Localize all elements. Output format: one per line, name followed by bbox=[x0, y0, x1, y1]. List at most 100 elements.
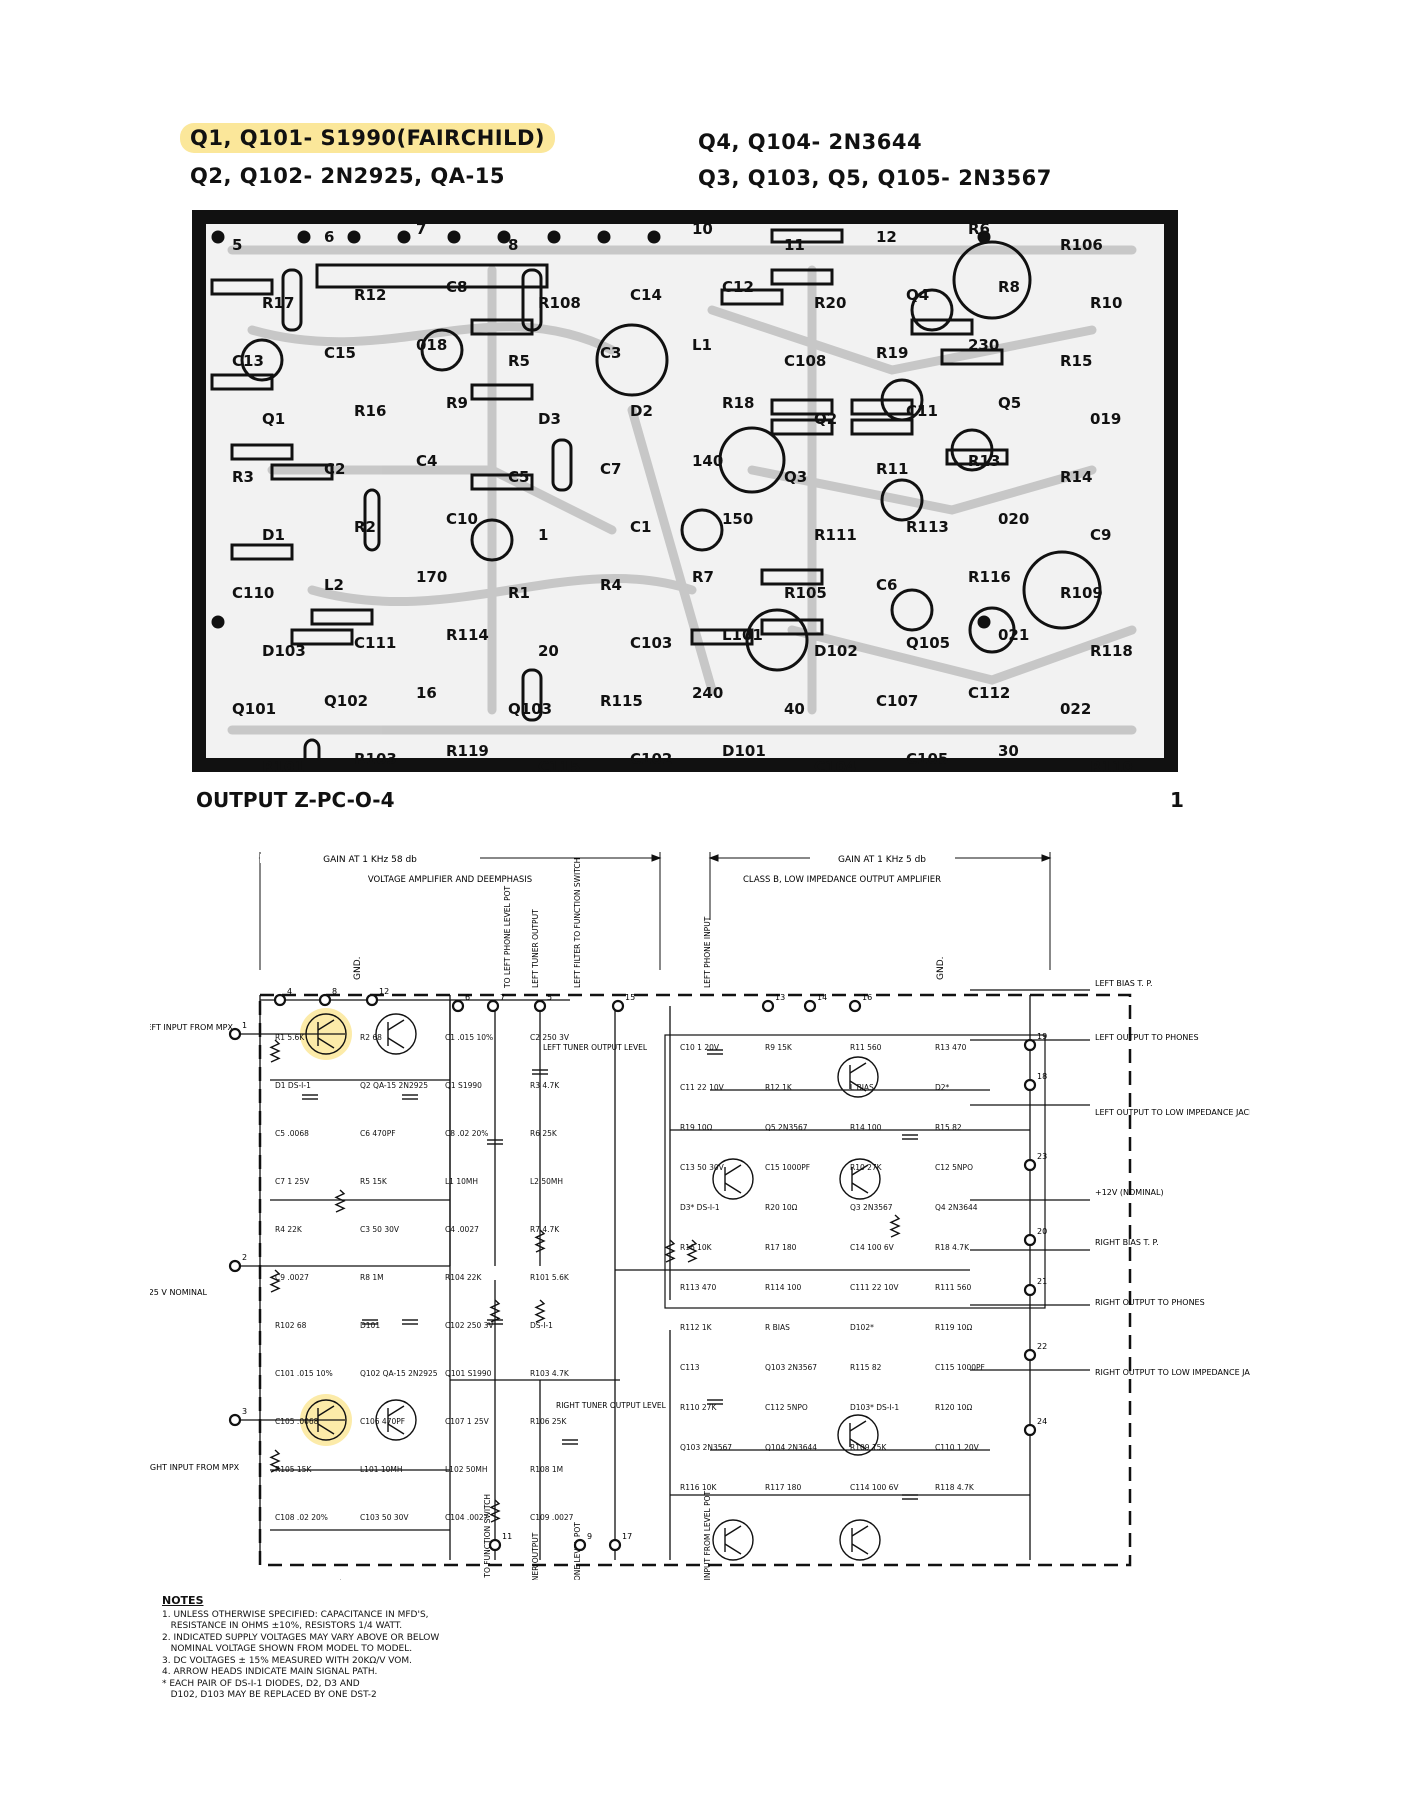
left-input-label: LEFT INPUT FROM MPX bbox=[150, 1023, 233, 1032]
board-label: R113 bbox=[906, 518, 949, 536]
board-label: R13 bbox=[968, 452, 1000, 470]
component-label: Q1 S1990 bbox=[445, 1081, 482, 1090]
board-label: R5 bbox=[508, 352, 530, 370]
component-label: C1 .015 10% bbox=[445, 1033, 493, 1042]
component-label: C13 50 30V bbox=[680, 1163, 725, 1172]
board-label: Q5 bbox=[998, 394, 1021, 412]
board-label: 022 bbox=[1060, 700, 1091, 718]
board-label: C108 bbox=[784, 352, 826, 370]
terminal-label: 24 bbox=[1037, 1417, 1047, 1426]
terminal bbox=[1023, 1233, 1037, 1247]
board-label: R8 bbox=[998, 278, 1020, 296]
board-label: C103 bbox=[630, 634, 672, 652]
board-label: R6 bbox=[968, 220, 990, 238]
board-label: R108 bbox=[538, 294, 581, 312]
right-output-phones: RIGHT OUTPUT TO PHONES bbox=[1095, 1298, 1205, 1307]
board-label: R16 bbox=[354, 402, 386, 420]
board-label: D1 bbox=[262, 526, 285, 544]
board-label: Q102 bbox=[324, 692, 368, 710]
board-label: R14 bbox=[1060, 468, 1092, 486]
board-label: D2 bbox=[630, 402, 653, 420]
board-label: 018 bbox=[416, 336, 447, 354]
board-label: R19 bbox=[876, 344, 908, 362]
board-label: C112 bbox=[968, 684, 1010, 702]
to-right-phone-label: TO RIGHT PHONE LEVEL POT bbox=[573, 1522, 582, 1580]
notes: NOTES 1. UNLESS OTHERWISE SPECIFIED: CAP… bbox=[162, 1595, 502, 1702]
component-label: C115 1000PF bbox=[935, 1363, 985, 1372]
terminal-label: 6 bbox=[465, 993, 470, 1002]
component-label: R112 1K bbox=[680, 1323, 713, 1332]
terminal-label: 19 bbox=[1037, 1032, 1047, 1041]
terminal-label: 23 bbox=[1037, 1152, 1047, 1161]
board-label: C3 bbox=[600, 344, 621, 362]
board-label: C15 bbox=[324, 344, 356, 362]
component-label: R BIAS bbox=[765, 1323, 790, 1332]
terminal bbox=[1023, 1038, 1037, 1052]
component-label: C2 250 3V bbox=[530, 1033, 570, 1042]
terminal-label: 14 bbox=[817, 993, 827, 1002]
component-label: R10 27K bbox=[850, 1163, 883, 1172]
board-label: C2 bbox=[324, 460, 345, 478]
component-label: R1 5.6K bbox=[275, 1033, 305, 1042]
board-label: R110 bbox=[1090, 758, 1133, 772]
component-label: R12 1K bbox=[765, 1083, 793, 1092]
component-label: C4 .0027 bbox=[445, 1225, 479, 1234]
board-label: 40 bbox=[784, 700, 805, 718]
component-label: R5 15K bbox=[360, 1177, 388, 1186]
component-label: R102 68 bbox=[275, 1321, 307, 1330]
board-label: R3 bbox=[232, 468, 254, 486]
right-section-title: CLASS B, LOW IMPEDANCE OUTPUT AMPLIFIER bbox=[743, 875, 941, 885]
board-label: R118 bbox=[1090, 642, 1133, 660]
component-label: Q104 2N3644 bbox=[765, 1443, 817, 1452]
note-line: * EACH PAIR OF DS-I-1 DIODES, D2, D3 AND bbox=[162, 1678, 360, 1689]
board-label: 170 bbox=[416, 568, 447, 586]
component-label: R16 10K bbox=[680, 1243, 713, 1252]
board-label: 16 bbox=[416, 684, 437, 702]
component-label: C3 50 30V bbox=[360, 1225, 400, 1234]
board-label: R12 bbox=[354, 286, 386, 304]
board-label: 1 bbox=[538, 526, 548, 544]
terminal bbox=[761, 999, 775, 1013]
board-label: R119 bbox=[446, 742, 489, 760]
component-label: C102 250 3V bbox=[445, 1321, 494, 1330]
board-label: R115 bbox=[600, 692, 643, 710]
component-label: DS-I-1 bbox=[530, 1321, 553, 1330]
note-line: NOMINAL VOLTAGE SHOWN FROM MODEL TO MODE… bbox=[162, 1644, 413, 1654]
right-bias-label: RIGHT BIAS T. P. bbox=[1095, 1238, 1159, 1247]
terminal-label: 17 bbox=[622, 1532, 632, 1541]
component-label: Q101 S1990 bbox=[445, 1369, 492, 1378]
board-label: R109 bbox=[1060, 584, 1103, 602]
component-label: C114 100 6V bbox=[850, 1483, 899, 1492]
terminal bbox=[486, 999, 500, 1013]
gain-left-label: GAIN AT 1 KHz 58 db bbox=[323, 855, 417, 865]
terminal bbox=[1023, 1158, 1037, 1172]
terminal bbox=[488, 1538, 502, 1552]
component-label: D103* DS-I-1 bbox=[850, 1403, 899, 1412]
component-label: R3 4.7K bbox=[530, 1081, 560, 1090]
note-line: D102, D103 MAY BE REPLACED BY ONE DST-2 bbox=[162, 1690, 377, 1700]
terminal bbox=[1023, 1283, 1037, 1297]
component-label: R11 560 bbox=[850, 1043, 882, 1052]
component-label: R111 560 bbox=[935, 1283, 971, 1292]
board-label: C104 bbox=[814, 758, 856, 772]
board-label: 021 bbox=[998, 626, 1029, 644]
board-label: 150 bbox=[722, 510, 753, 528]
board-label: 020 bbox=[998, 510, 1029, 528]
terminal bbox=[803, 999, 817, 1013]
board-label: R17 bbox=[262, 294, 294, 312]
board-label: C11 bbox=[906, 402, 938, 420]
component-label: C12 5NPO bbox=[935, 1163, 973, 1172]
terminal bbox=[608, 1538, 622, 1552]
component-label: R101 5.6K bbox=[530, 1273, 570, 1282]
board-label: 230 bbox=[968, 336, 999, 354]
board-label: C6 bbox=[876, 576, 897, 594]
board-label: Q103 bbox=[508, 700, 552, 718]
component-label: R115 82 bbox=[850, 1363, 882, 1372]
board-label: L101 bbox=[722, 626, 763, 644]
component-label: Q4 2N3644 bbox=[935, 1203, 978, 1212]
terminal bbox=[611, 999, 625, 1013]
terminal bbox=[451, 999, 465, 1013]
terminal-label: 20 bbox=[1037, 1227, 1047, 1236]
board-label: R1 bbox=[508, 584, 530, 602]
component-label: C108 .02 20% bbox=[275, 1513, 328, 1522]
